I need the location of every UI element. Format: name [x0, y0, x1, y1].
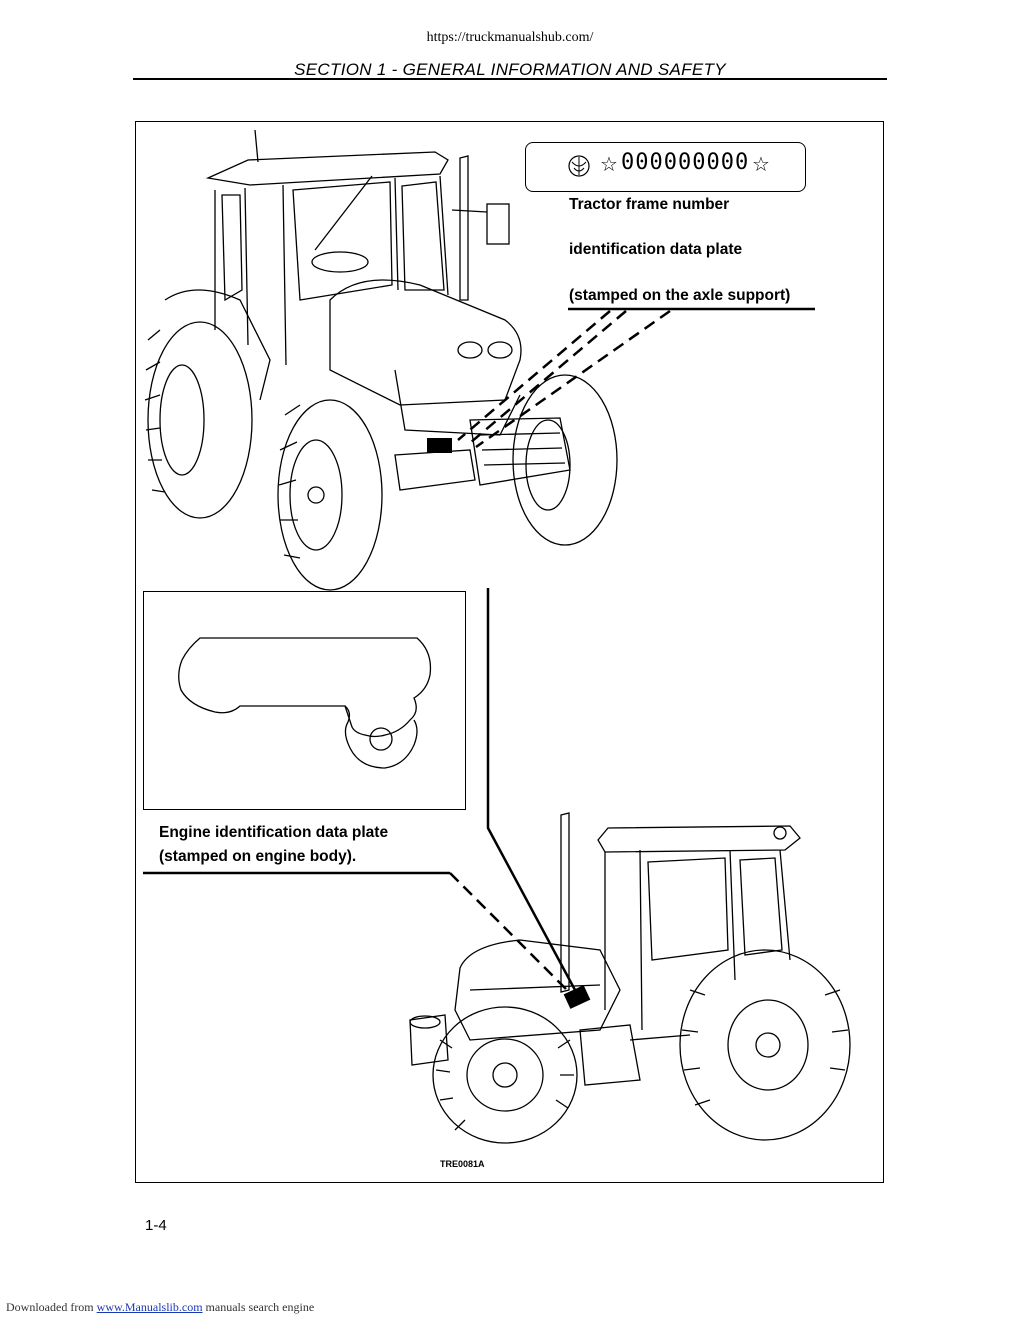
plate-frame-number: 000000000 [621, 150, 750, 175]
footer-prefix: Downloaded from [6, 1300, 97, 1314]
page-number: 1-4 [145, 1217, 167, 1234]
engine-label-line1: Engine identification data plate [159, 824, 389, 841]
figure-code: TRE0081A [440, 1159, 485, 1169]
plate-star-right: ☆ [752, 152, 770, 176]
frame-label-line2: identification data plate [569, 241, 743, 258]
figure-frame [135, 121, 884, 1183]
frame-label-line1: Tractor frame number [569, 196, 730, 213]
engine-label-line2: (stamped on engine body). [159, 848, 357, 865]
plate-star-left: ☆ [600, 152, 618, 176]
download-footer: Downloaded from www.Manualslib.com manua… [6, 1300, 314, 1315]
engine-plate-inset [143, 591, 466, 810]
frame-label-line3: (stamped on the axle support) [569, 287, 791, 304]
section-title: SECTION 1 - GENERAL INFORMATION AND SAFE… [294, 60, 726, 79]
source-url: https://truckmanualshub.com/ [426, 30, 594, 45]
footer-suffix: manuals search engine [202, 1300, 315, 1314]
frame-number-plate [525, 142, 806, 192]
header-divider [133, 78, 887, 80]
manualslib-link[interactable]: www.Manualslib.com [96, 1300, 203, 1314]
